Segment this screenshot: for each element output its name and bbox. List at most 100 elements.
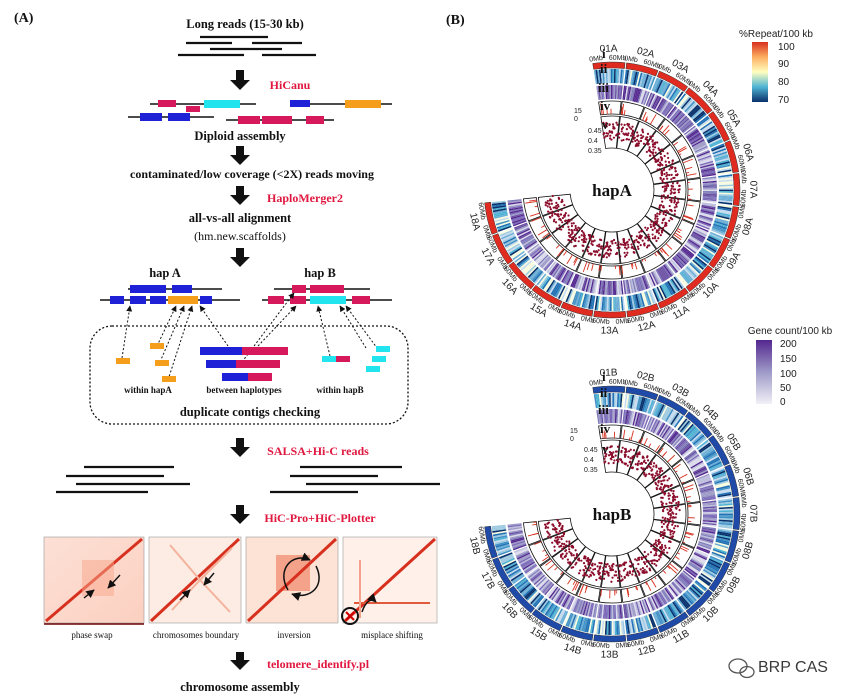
gene-cell (701, 203, 716, 208)
gene-cell (687, 131, 701, 141)
track-iv-spike (529, 212, 540, 217)
track-iv-spike (532, 523, 537, 526)
track-v-sector (616, 440, 640, 476)
repeat-cell (709, 464, 724, 472)
track-v-point (607, 574, 610, 577)
gene-cell (700, 535, 715, 540)
repeat-cell (522, 262, 535, 274)
track-iv-spike (677, 552, 680, 555)
repeat-cell (700, 446, 714, 456)
track-v-point (561, 216, 565, 220)
track-v-point (669, 189, 672, 192)
repeat-cell (586, 618, 591, 633)
track-v-sector (551, 538, 586, 572)
repeat-cell (686, 590, 697, 602)
repeat-cell (690, 432, 703, 443)
gene-cell (653, 420, 662, 434)
repeat-cell (637, 72, 643, 87)
chromosome-label: 06A (740, 143, 755, 163)
repeat-cell (633, 618, 639, 633)
track-v-point (646, 132, 650, 136)
track-iv-spike (622, 429, 626, 439)
repeat-cell (659, 285, 667, 299)
track-v-point (662, 522, 665, 526)
repeat-cell (636, 72, 641, 87)
track-v-point (640, 556, 643, 559)
track-v-sector (644, 529, 681, 560)
chromosome-label: 08A (741, 216, 756, 236)
gene-cell (702, 503, 717, 507)
track-v-point (653, 146, 657, 149)
track-v-sector (600, 231, 621, 265)
track-v-point (553, 549, 556, 552)
track-v-point (638, 556, 641, 559)
gene-cell (544, 583, 555, 596)
chromosome-label: 18A (467, 212, 482, 232)
track-v-axis-b: 0.45 0.4 0.35 15 0 (570, 428, 598, 474)
track-v-point (660, 550, 664, 553)
track-v-point (652, 145, 655, 148)
repeat-cell (611, 296, 614, 311)
gene-cell (578, 600, 585, 614)
track-v-point (653, 237, 657, 240)
track-v-point (631, 140, 634, 143)
track-v-point (664, 474, 667, 478)
repeat-cell (715, 483, 730, 489)
track-v-point (610, 445, 613, 448)
track-v-point (654, 217, 657, 220)
track-v-point (653, 559, 656, 562)
gene-cell (669, 108, 680, 121)
track-v-point (629, 560, 632, 563)
track-v-point (646, 143, 650, 146)
gene-cell (702, 196, 717, 199)
repeat-cell (696, 439, 709, 450)
track-v-point (625, 133, 629, 136)
repeat-cell (508, 245, 522, 255)
gene-cell (520, 559, 534, 568)
track-v-point (633, 239, 636, 242)
track-v-point (630, 127, 633, 130)
track-v-point (645, 150, 648, 154)
gene-cell (616, 85, 619, 100)
repeat-cell (718, 519, 733, 523)
legend-gene-title: Gene count/100 kb (748, 326, 833, 337)
gene-cell (519, 233, 533, 241)
track-v-sector (636, 454, 671, 489)
gene-cell (572, 598, 580, 613)
gene-cell (636, 412, 642, 427)
repeat-cell (613, 393, 616, 408)
gene-cell (599, 85, 603, 100)
repeat-cell (663, 84, 673, 98)
track-v-point (639, 139, 643, 143)
repeat-cell (627, 394, 631, 409)
gene-cell (702, 182, 717, 185)
track-v-point (546, 530, 549, 533)
repeat-cell (711, 553, 725, 560)
repeat-cell (600, 393, 604, 408)
repeat-cell (553, 607, 562, 621)
gene-cell (681, 248, 693, 259)
repeat-cell (716, 164, 731, 169)
gene-cell (695, 473, 710, 481)
gene-cell (518, 230, 532, 239)
track-iv-spike (567, 577, 572, 585)
repeat-cell (712, 472, 727, 479)
gene-cell (610, 604, 612, 619)
gene-cell (623, 604, 627, 619)
track-v-point (629, 460, 632, 463)
repeat-cell (499, 553, 514, 561)
gene-cell (701, 170, 716, 175)
track-v-point (580, 229, 584, 233)
track-v-point (640, 230, 643, 233)
track-v-point (556, 203, 559, 206)
gene-cell (698, 540, 713, 546)
gene-cell (575, 275, 582, 290)
track-v-point (606, 244, 609, 248)
gene-cell (622, 85, 626, 100)
gene-cell (566, 595, 574, 610)
gene-cell (537, 254, 549, 266)
repeat-cell (634, 71, 640, 86)
track-v-point (656, 470, 659, 473)
